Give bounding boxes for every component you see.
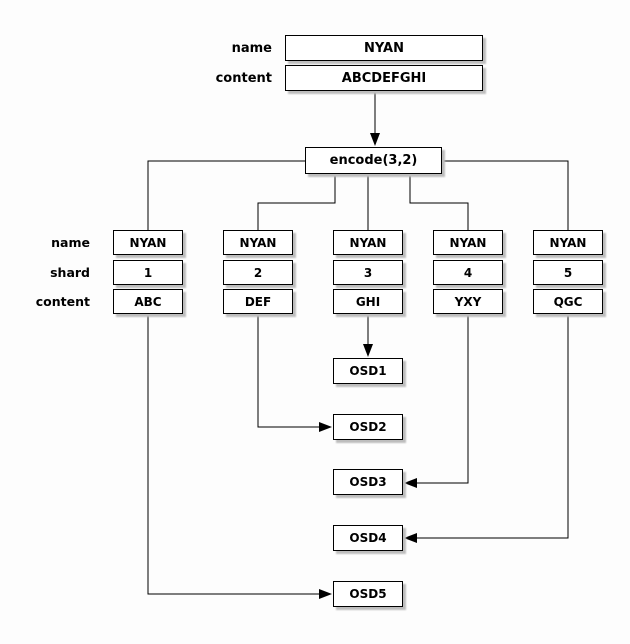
- shard-4-name-box: NYAN: [433, 230, 503, 255]
- shard-row-label-name: name: [51, 235, 90, 250]
- object-name-box: NYAN: [285, 35, 483, 61]
- osd4-box: OSD4: [333, 525, 403, 551]
- edge-shard4-osd3: [416, 314, 469, 484]
- edge-encode-shard5: [442, 160, 569, 230]
- shard-5-shard-box: 5: [533, 260, 603, 285]
- arrowhead-left-osd3: [404, 478, 417, 488]
- arrowhead-down-encode: [370, 133, 380, 146]
- osd5-box: OSD5: [333, 581, 403, 607]
- shard-4-shard-box: 4: [433, 260, 503, 285]
- edge-shard2-osd2: [257, 314, 320, 428]
- object-content-box: ABCDEFGHI: [285, 65, 483, 91]
- object-name-label: name: [231, 40, 272, 56]
- shard-3-content-box: GHI: [333, 289, 403, 314]
- arrowhead-right-osd5: [319, 589, 332, 599]
- edge-encode-shard4: [409, 174, 469, 230]
- shard-2-name-box: NYAN: [223, 230, 293, 255]
- shard-5-name-box: NYAN: [533, 230, 603, 255]
- osd1-box: OSD1: [333, 358, 403, 384]
- osd3-box: OSD3: [333, 469, 403, 495]
- shard-4-content-box: YXY: [433, 289, 503, 314]
- edge-shard5-osd4: [416, 314, 569, 539]
- shard-row-label-shard: shard: [50, 265, 90, 280]
- edge-encode-shard1: [147, 160, 305, 230]
- shard-3-name-box: NYAN: [333, 230, 403, 255]
- arrowhead-left-osd4: [404, 533, 417, 543]
- shard-5-content-box: QGC: [533, 289, 603, 314]
- encode-box: encode(3,2): [305, 147, 442, 174]
- shard-1-name-box: NYAN: [113, 230, 183, 255]
- osd2-box: OSD2: [333, 414, 403, 440]
- arrowhead-right-osd2: [319, 422, 332, 432]
- shard-row-label-content: content: [35, 294, 90, 309]
- shard-1-content-box: ABC: [113, 289, 183, 314]
- shard-1-shard-box: 1: [113, 260, 183, 285]
- shard-2-shard-box: 2: [223, 260, 293, 285]
- shard-2-content-box: DEF: [223, 289, 293, 314]
- shard-3-shard-box: 3: [333, 260, 403, 285]
- arrowhead-down-osd1: [363, 344, 373, 357]
- edge-encode-shard2: [257, 174, 336, 230]
- edge-shard1-osd5: [147, 314, 320, 595]
- object-content-label: content: [215, 70, 272, 86]
